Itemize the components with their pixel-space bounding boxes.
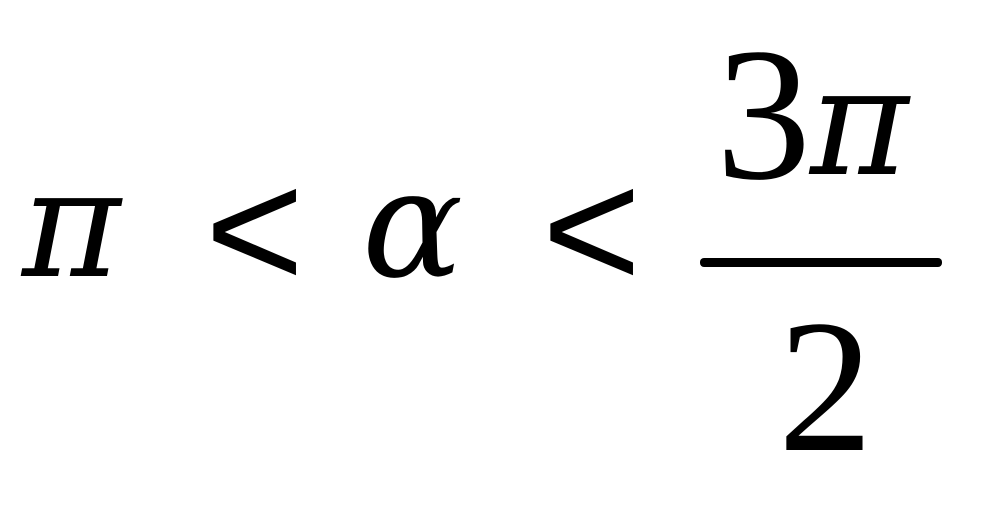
less-than-sign: < (205, 135, 305, 325)
alpha-symbol: α (362, 138, 464, 312)
fraction-denominator: 2 (778, 282, 873, 492)
fraction-numerator-coefficient: 3 (716, 10, 811, 220)
less-than-sign-second: < (542, 135, 642, 325)
fraction-bar (700, 258, 942, 267)
fraction-numerator-pi: π (810, 36, 909, 210)
pi-symbol: π (22, 138, 121, 312)
